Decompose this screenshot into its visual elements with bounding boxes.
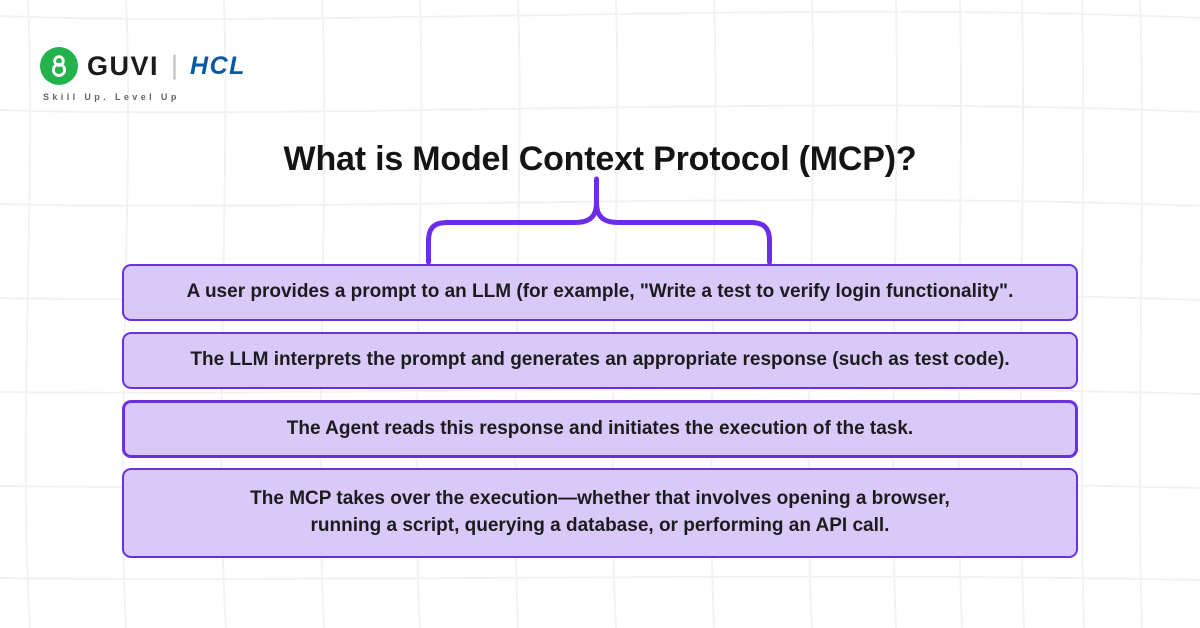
hcl-wordmark: HCL (190, 51, 246, 80)
guvi-wordmark: GUVI (87, 50, 160, 81)
step-text-2: The LLM interprets the prompt and genera… (190, 349, 1010, 371)
brand-divider: | (171, 49, 179, 80)
brand-tagline: Skill Up. Level Up (43, 92, 180, 102)
step-text-4-line-2: running a script, querying a database, o… (310, 515, 890, 536)
step-box-1: A user provides a prompt to an LLM (for … (122, 264, 1078, 321)
step-text-1: A user provides a prompt to an LLM (for … (186, 281, 1014, 303)
guvi-logo-icon (40, 47, 78, 85)
step-box-4: The MCP takes over the execution—whether… (122, 468, 1078, 558)
step-box-2: The LLM interprets the prompt and genera… (122, 332, 1078, 389)
brand-lockup: GUVI | HCL Skill Up. Level Up (40, 47, 246, 102)
step-box-3: The Agent reads this response and initia… (122, 400, 1078, 458)
step-text-3: The Agent reads this response and initia… (286, 417, 914, 439)
page-title: What is Model Context Protocol (MCP)? (283, 139, 917, 178)
step-text-4: The MCP takes over the execution—whether… (250, 486, 950, 539)
step-text-4-line-1: The MCP takes over the execution—whether… (250, 488, 950, 510)
